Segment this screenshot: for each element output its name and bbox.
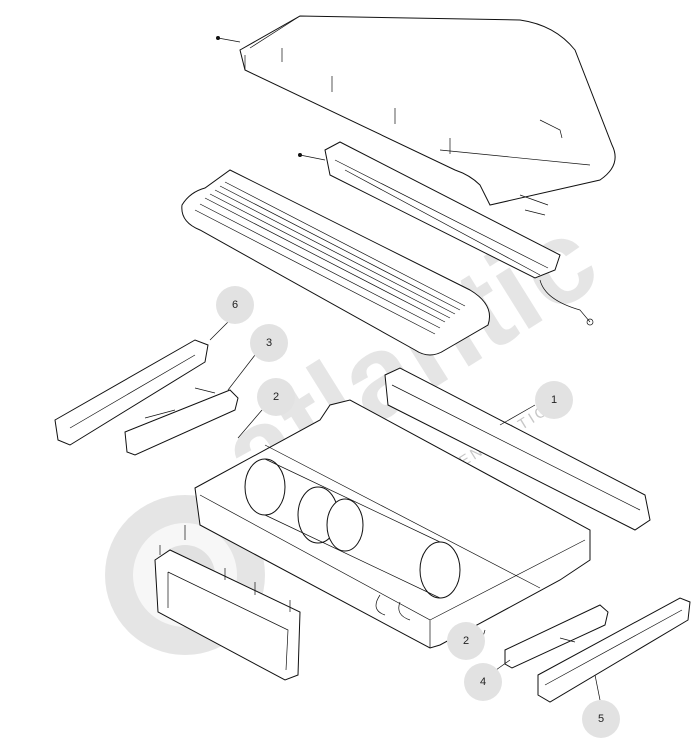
callout-1: 1 — [499, 381, 573, 426]
top-cover — [239, 15, 616, 206]
callout-4-label: 4 — [480, 676, 486, 688]
callout-2-lower-label: 2 — [463, 635, 469, 647]
blower-wheels — [244, 458, 461, 599]
callout-2-upper: 2 — [237, 378, 295, 439]
callout-2-upper-label: 2 — [273, 391, 279, 403]
mounting-plate — [124, 387, 239, 456]
callout-1-label: 1 — [551, 394, 557, 406]
callout-4: 4 — [464, 659, 511, 701]
main-chassis — [194, 399, 591, 649]
callout-5: 5 — [582, 674, 620, 738]
callout-6: 6 — [209, 286, 254, 341]
callout-5-label: 5 — [598, 713, 604, 725]
front-deflector — [384, 367, 651, 531]
side-bracket-left — [54, 339, 209, 446]
callout-6-label: 6 — [232, 299, 238, 311]
side-trim-right — [537, 597, 691, 703]
control-rail — [298, 141, 594, 326]
callout-3-label: 3 — [266, 337, 272, 349]
callout-2-lower: 2 — [447, 622, 486, 660]
cover-screws — [216, 36, 451, 154]
filter-frame — [154, 525, 301, 681]
top-grille — [181, 169, 490, 356]
callout-3: 3 — [227, 324, 288, 391]
